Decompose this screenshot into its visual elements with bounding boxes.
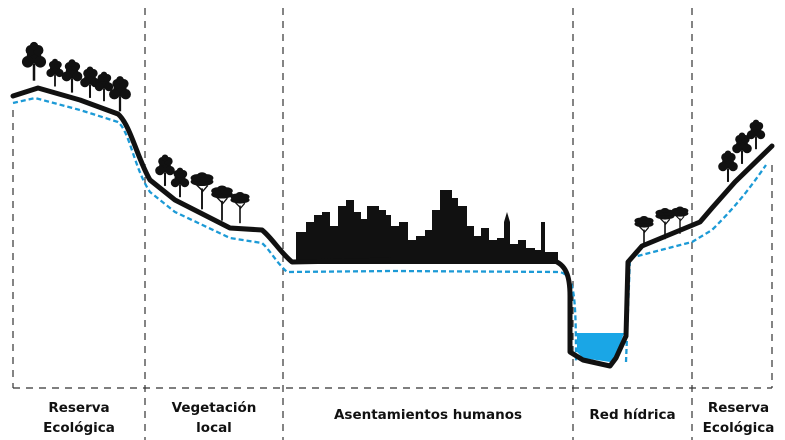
zone-label-reserve-right: Reserva Ecológica	[692, 398, 785, 438]
zone-label-local-vegetation: Vegetación local	[145, 398, 283, 438]
zone-label-line: Asentamientos humanos	[333, 407, 523, 423]
zone-label-line: Red hídrica	[589, 407, 676, 423]
zone-label-reserve-left: Reserva Ecológica	[13, 398, 145, 438]
terrain-profile	[10, 85, 775, 369]
zone-label-line: Vegetación	[171, 400, 257, 416]
zone-label-line: Ecológica	[43, 420, 115, 436]
trees-riverbank	[633, 205, 689, 248]
city-skyline	[296, 190, 558, 264]
zone-dividers	[12, 8, 773, 440]
zone-label-human-settlements: Asentamientos humanos	[283, 405, 573, 425]
zone-label-line: Ecológica	[702, 420, 775, 436]
zone-label-line: Reserva	[48, 400, 110, 416]
zone-label-line: Reserva	[707, 400, 770, 416]
zone-label-line: local	[196, 420, 232, 436]
groundwater-table-line	[12, 96, 767, 363]
river-water	[577, 333, 624, 362]
zone-label-water-network: Red hídrica	[573, 405, 692, 425]
